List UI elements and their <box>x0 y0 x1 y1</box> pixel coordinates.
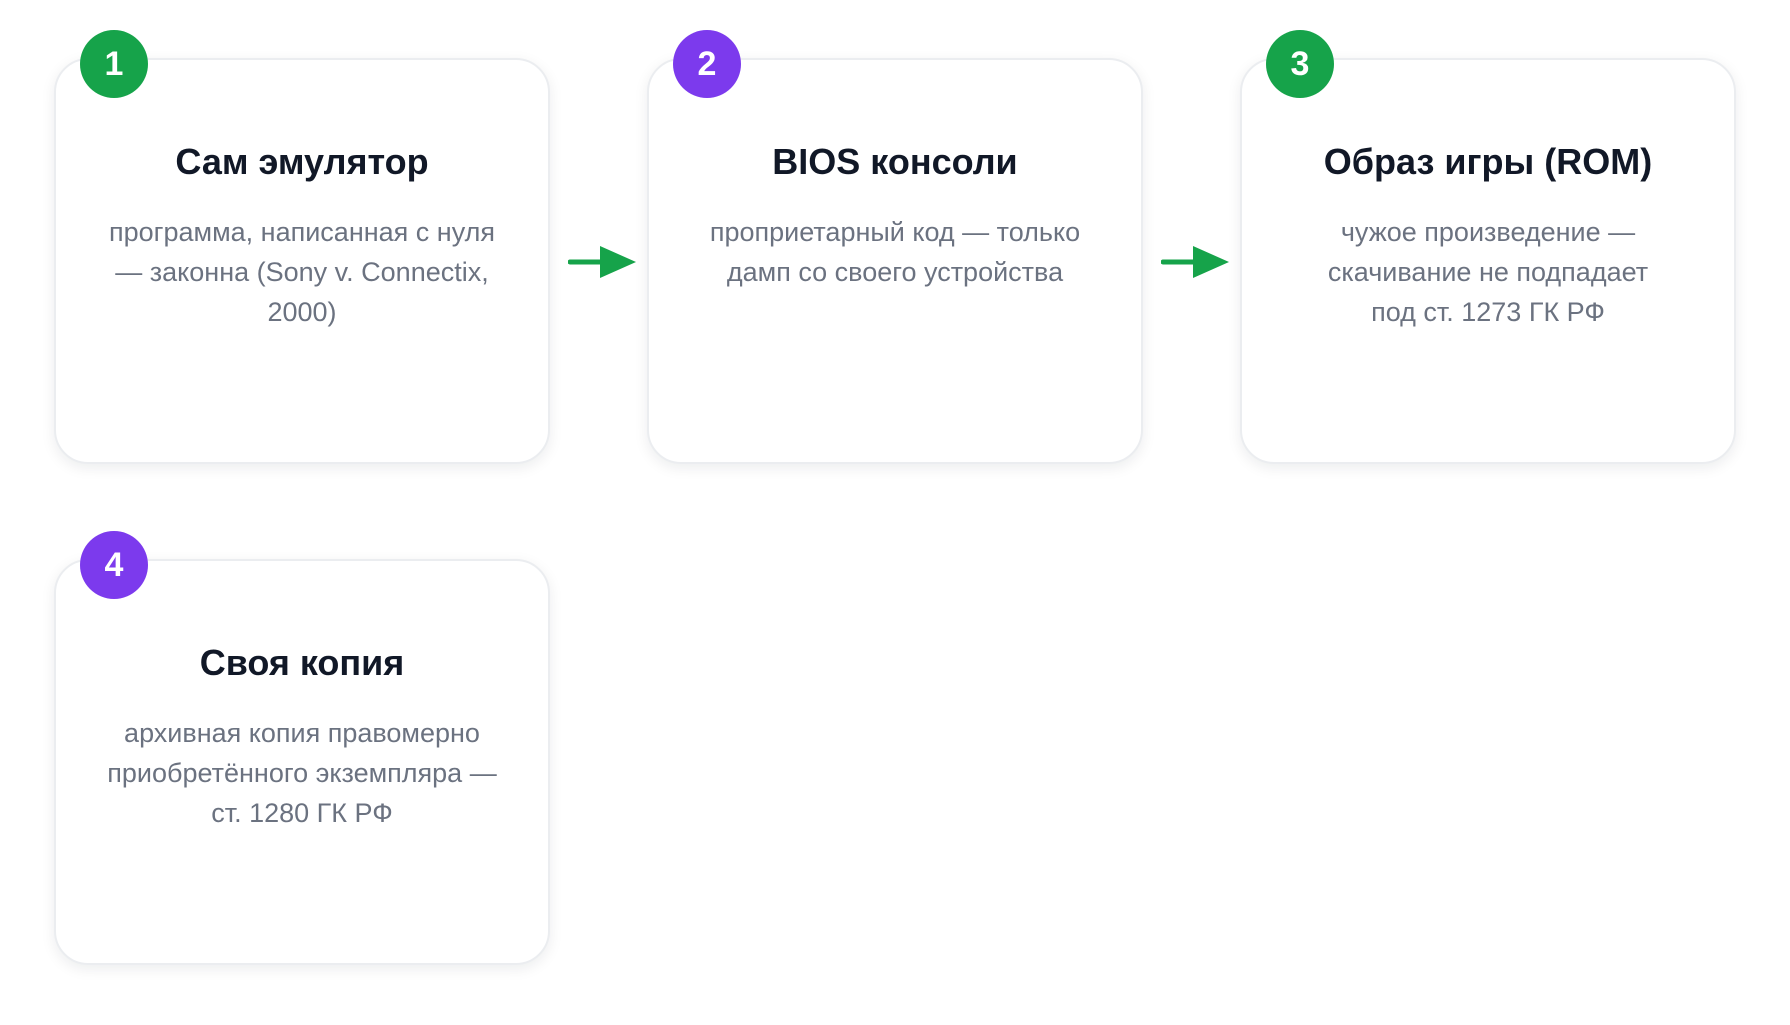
step-description: программа, написанная с нуля — законна (… <box>109 217 495 327</box>
step-description: архивная копия правомерно приобретённого… <box>107 718 497 828</box>
step-title: Сам эмулятор <box>175 141 429 182</box>
step-card-1: 1 Сам эмулятор программа, написанная с н… <box>54 30 550 464</box>
step-card-4: 4 Своя копия архивная копия правомерно п… <box>54 531 550 965</box>
arrow-right-icon <box>1161 246 1229 278</box>
step-title: Своя копия <box>199 642 405 683</box>
step-title: BIOS консоли <box>772 141 1018 182</box>
step-title: Образ игры (ROM) <box>1323 141 1653 182</box>
step-number-badge: 1 <box>80 30 148 98</box>
step-description: проприетарный код — только дамп со своег… <box>709 217 1081 287</box>
step-number-badge: 2 <box>673 30 741 98</box>
step-card-2: 2 BIOS консоли проприетарный код — тольк… <box>647 30 1143 464</box>
step-number-badge: 3 <box>1266 30 1334 98</box>
step-card-3: 3 Образ игры (ROM) чужое произведение — … <box>1240 30 1736 464</box>
arrow-right-icon <box>568 246 636 278</box>
step-number-badge: 4 <box>80 531 148 599</box>
step-description: чужое произведение — скачивание не подпа… <box>1327 217 1649 327</box>
